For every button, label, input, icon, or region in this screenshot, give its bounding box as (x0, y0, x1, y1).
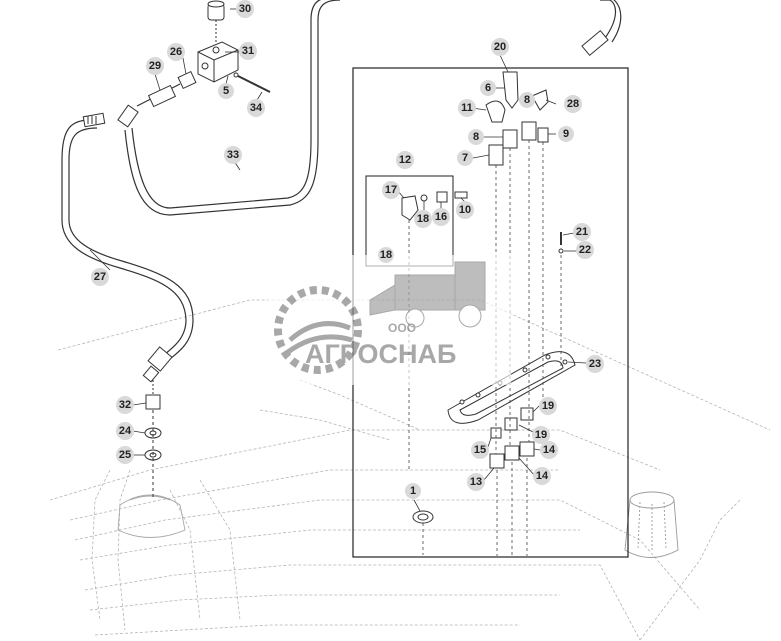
callout-7: 7 (457, 150, 473, 166)
callout-20: 20 (491, 38, 509, 56)
callout-26: 26 (167, 43, 185, 61)
svg-text:20: 20 (494, 41, 506, 53)
callout-19-bottom: 19 (532, 426, 550, 444)
svg-text:34: 34 (250, 102, 263, 114)
svg-text:33: 33 (227, 149, 239, 161)
svg-text:19: 19 (535, 429, 547, 441)
callout-9: 9 (558, 126, 574, 142)
callout-23: 23 (586, 355, 604, 373)
svg-text:24: 24 (119, 425, 132, 437)
callout-15: 15 (471, 441, 489, 459)
callout-1: 1 (405, 483, 421, 499)
callout-31: 31 (239, 42, 257, 60)
callout-11: 11 (458, 99, 476, 117)
svg-text:16: 16 (435, 211, 447, 223)
callout-16: 16 (432, 208, 450, 226)
watermark-gear-icon (274, 286, 362, 374)
tank-outline (117, 494, 186, 538)
svg-text:29: 29 (149, 60, 161, 72)
gasket-plate (447, 351, 576, 424)
lower-left-fittings (144, 380, 162, 500)
callout-21: 21 (573, 223, 591, 241)
watermark-prefix: ООО (388, 321, 416, 335)
callout-30: 30 (236, 0, 254, 18)
machine-body-outline (49, 299, 771, 641)
callout-8-top: 8 (519, 92, 535, 108)
callout-17: 17 (382, 181, 400, 199)
svg-text:31: 31 (242, 45, 254, 57)
svg-text:14: 14 (543, 444, 556, 456)
svg-text:30: 30 (239, 3, 251, 15)
svg-text:5: 5 (223, 85, 229, 97)
watermark: ООО АГРОСНАБ (268, 255, 511, 385)
svg-text:22: 22 (579, 244, 591, 256)
callout-34: 34 (247, 99, 265, 117)
callout-18-bottom: 18 (378, 247, 394, 263)
callout-22: 22 (576, 241, 594, 259)
svg-text:15: 15 (474, 444, 486, 456)
callout-27: 27 (91, 268, 109, 286)
svg-text:12: 12 (399, 154, 411, 166)
watermark-brand: АГРОСНАБ (305, 339, 456, 369)
svg-text:7: 7 (462, 152, 468, 164)
svg-text:26: 26 (170, 46, 182, 58)
svg-text:9: 9 (563, 128, 569, 140)
callout-10: 10 (456, 201, 474, 219)
svg-text:23: 23 (589, 358, 601, 370)
svg-text:10: 10 (459, 204, 471, 216)
callouts: 30 31 26 29 5 34 33 27 32 24 25 20 6 8 2… (91, 0, 604, 499)
svg-text:18: 18 (417, 213, 429, 225)
callout-24: 24 (116, 422, 134, 440)
valve-block (197, 0, 271, 93)
frame-fittings (401, 71, 564, 524)
callout-14-bottom: 14 (533, 467, 551, 485)
callout-25: 25 (116, 446, 134, 464)
svg-text:8: 8 (524, 94, 530, 106)
callout-18-top: 18 (414, 210, 432, 228)
svg-text:14: 14 (536, 470, 549, 482)
svg-text:6: 6 (485, 82, 491, 94)
svg-text:17: 17 (385, 184, 397, 196)
pipes (61, 0, 622, 363)
callout-14-top: 14 (540, 441, 558, 459)
svg-text:8: 8 (473, 131, 479, 143)
callout-6: 6 (480, 80, 496, 96)
svg-text:18: 18 (380, 249, 392, 261)
callout-29: 29 (146, 57, 164, 75)
callout-28: 28 (564, 95, 582, 113)
svg-text:27: 27 (94, 271, 106, 283)
callout-19-top: 19 (539, 397, 557, 415)
svg-text:1: 1 (410, 485, 416, 497)
svg-text:13: 13 (470, 476, 482, 488)
svg-text:28: 28 (567, 98, 579, 110)
watermark-harvester-icon (369, 261, 486, 328)
svg-text:21: 21 (576, 226, 588, 238)
callout-12: 12 (396, 151, 414, 169)
callout-32: 32 (116, 396, 134, 414)
svg-text:11: 11 (461, 102, 473, 114)
callout-5: 5 (218, 83, 234, 99)
callout-8-mid: 8 (468, 129, 484, 145)
reservoir-cap (624, 491, 679, 558)
pipe-fittings (82, 29, 609, 383)
callout-33: 33 (224, 146, 242, 164)
svg-text:19: 19 (542, 400, 554, 412)
callout-13: 13 (467, 473, 485, 491)
svg-text:32: 32 (119, 399, 131, 411)
svg-text:25: 25 (119, 449, 131, 461)
